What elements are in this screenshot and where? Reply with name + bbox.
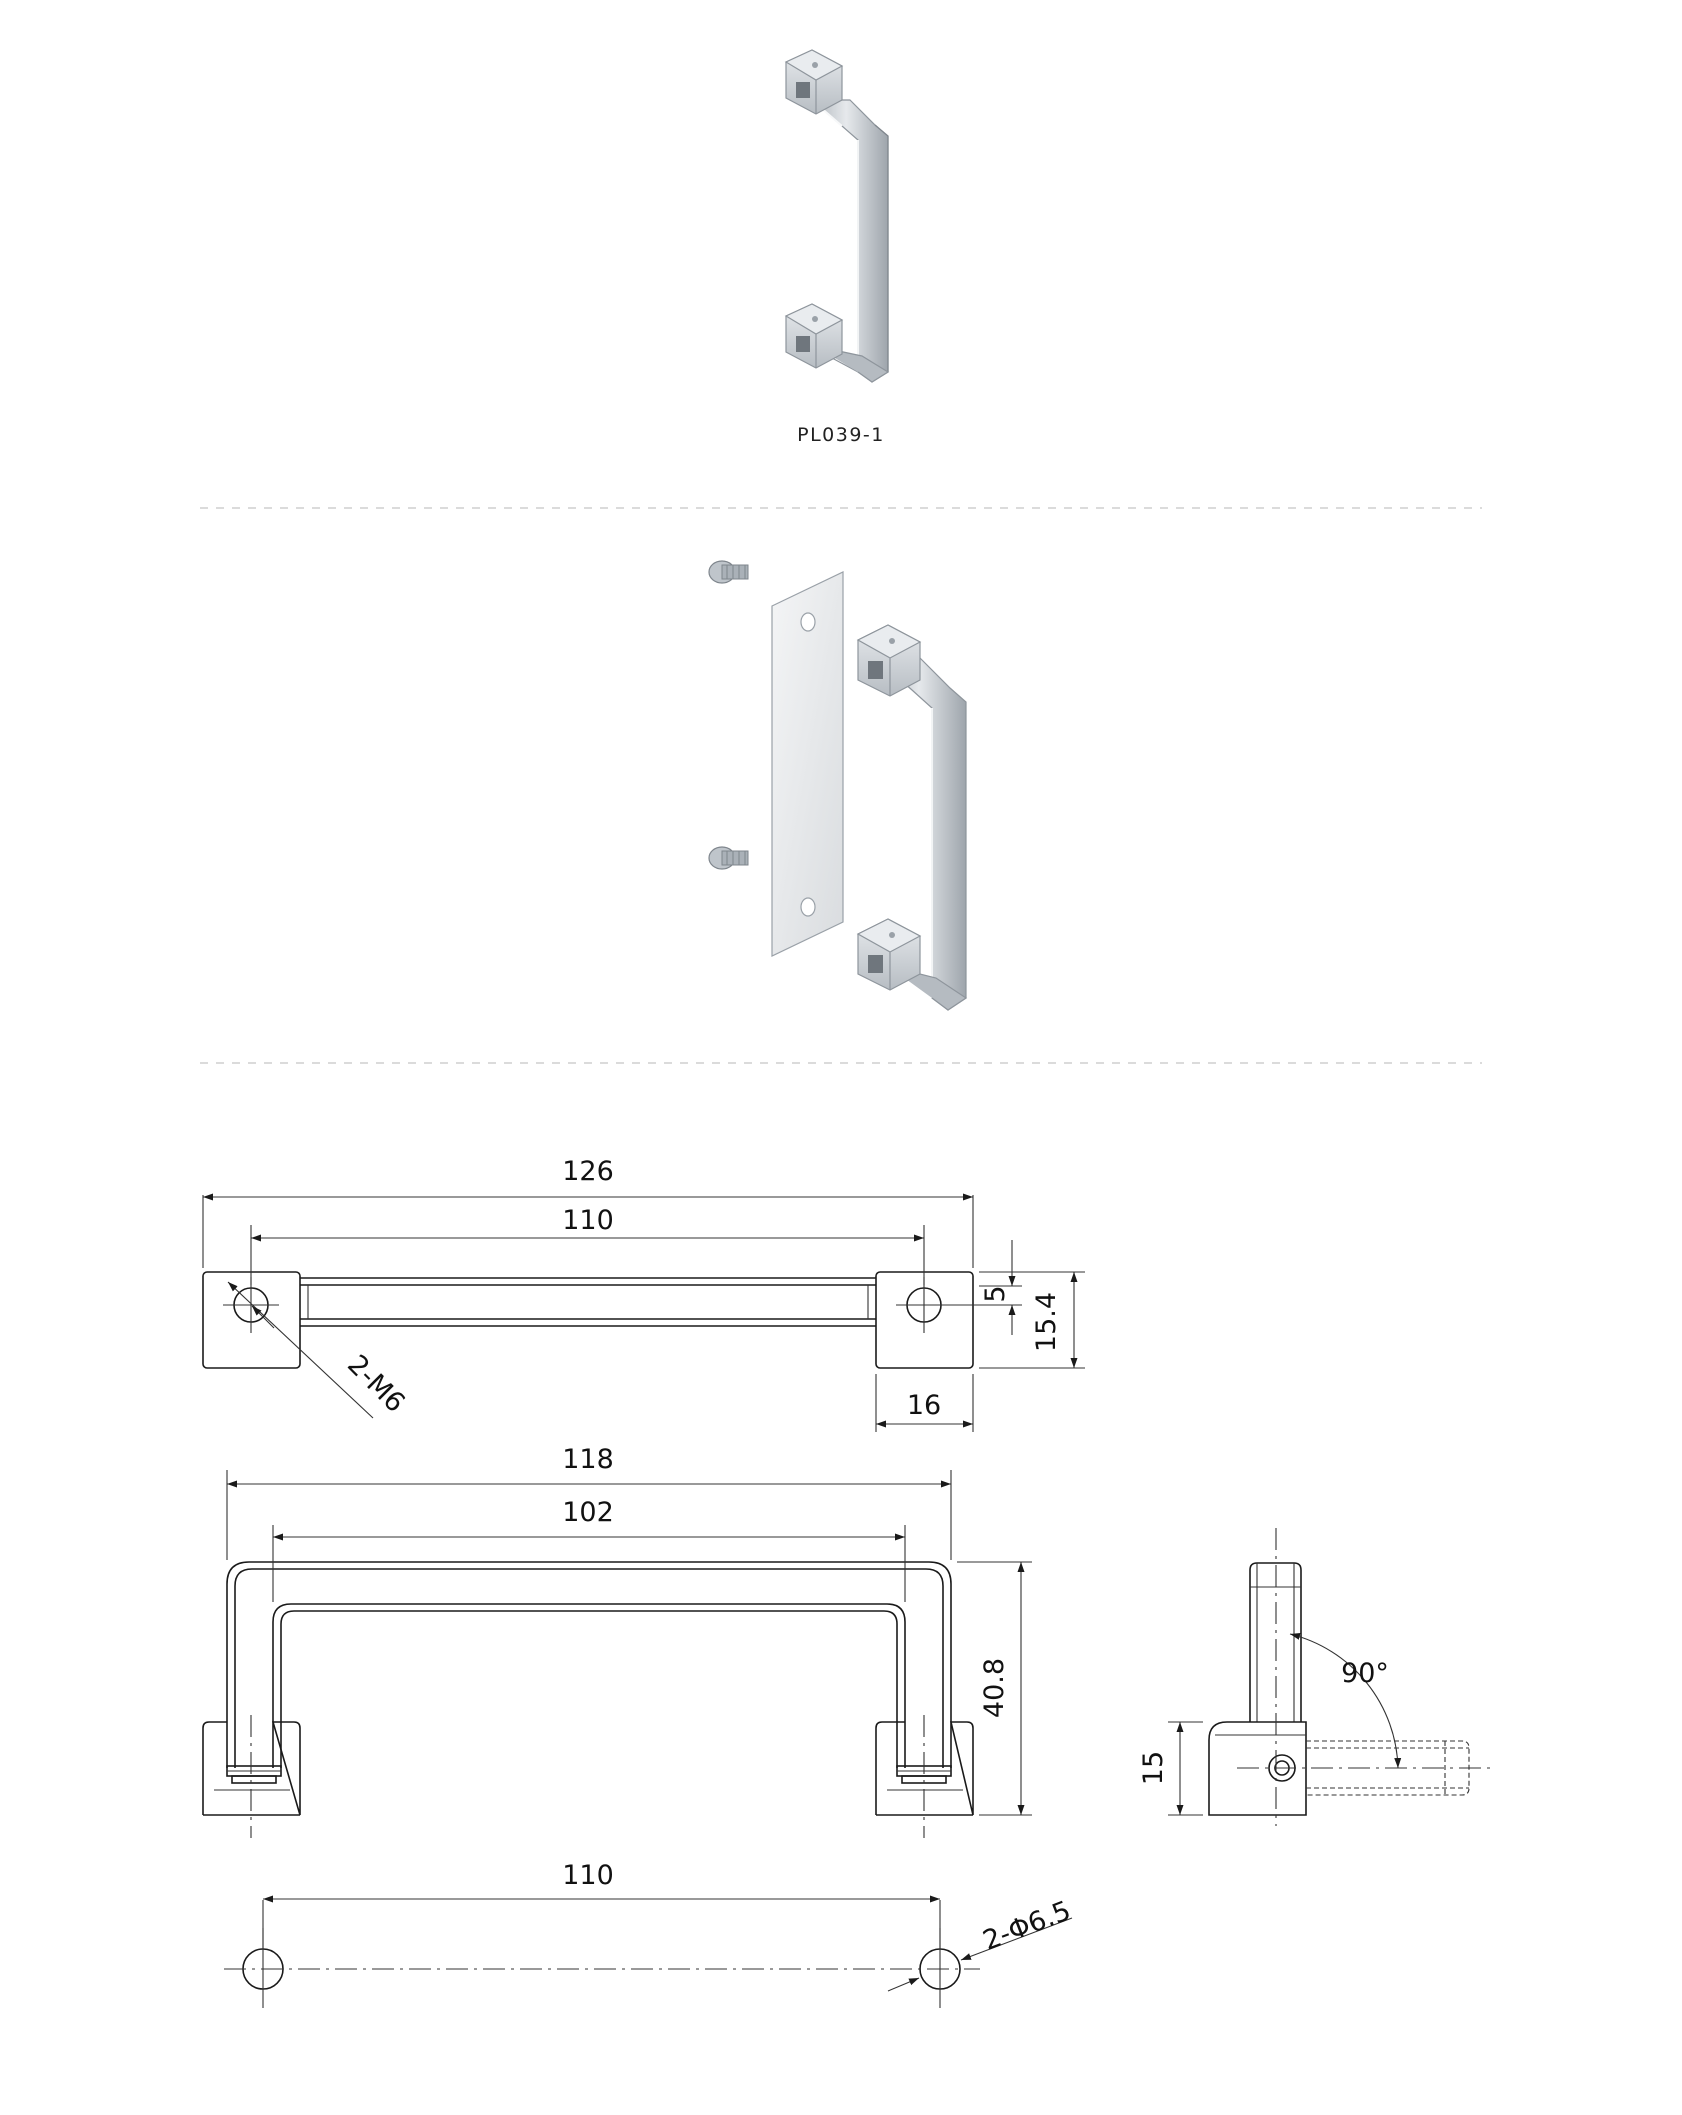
dim-overall-width: 126	[562, 1156, 614, 1187]
dim-mount-hole-spacing: 110	[562, 1860, 614, 1891]
side-view-drawing: 90° 15	[1138, 1528, 1496, 1826]
dim-hole-offset: 5	[980, 1285, 1011, 1302]
handle-isometric-view	[784, 49, 890, 383]
front-view-drawing: 118 102 40.8	[202, 1444, 1032, 1838]
screw-top	[708, 560, 749, 584]
dim-end-width: 16	[907, 1390, 941, 1421]
dim-base-height: 15	[1138, 1751, 1169, 1785]
exploded-assembly-view	[708, 560, 968, 1011]
model-caption: PL039-1	[797, 424, 885, 446]
dim-mount-hole-diameter: 2-Φ6.5	[979, 1895, 1075, 1957]
dim-end-height: 15.4	[1031, 1292, 1062, 1352]
dim-inner-width: 102	[562, 1497, 614, 1528]
dim-handle-height: 40.8	[979, 1658, 1010, 1718]
dim-hole-spacing-top: 110	[562, 1205, 614, 1236]
top-view-drawing: 126 110 5 15.4 16 2-M6	[202, 1156, 1085, 1432]
screw-bottom	[708, 846, 749, 870]
dim-thread-callout: 2-M6	[341, 1349, 411, 1419]
mounting-hole-pattern: 110 2-Φ6.5	[224, 1860, 1075, 2008]
dim-outer-width: 118	[562, 1444, 614, 1475]
dim-rotation-angle: 90°	[1341, 1658, 1389, 1689]
